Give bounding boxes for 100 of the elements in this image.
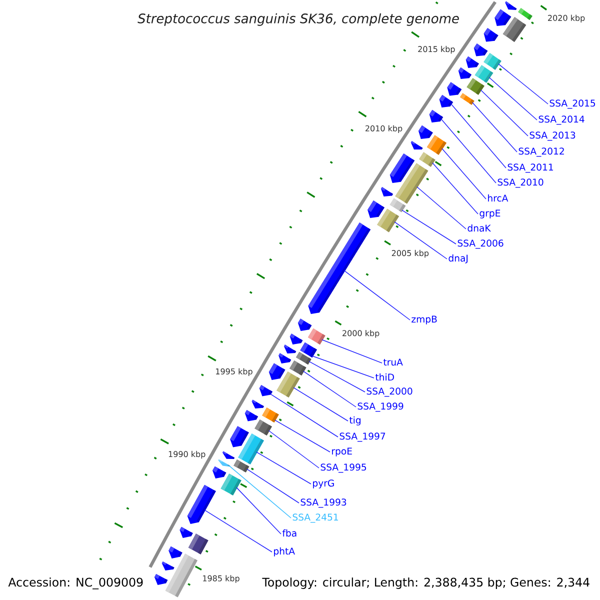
gene-block xyxy=(368,200,384,218)
gene-block xyxy=(168,546,182,558)
gene-label: SSA_2006 xyxy=(458,240,504,249)
gene-box xyxy=(484,53,502,70)
accession-text: Accession: NC_009009 xyxy=(8,578,143,590)
gene-block xyxy=(484,28,498,42)
title: Streptococcus sanguinis SK36, complete genome xyxy=(138,13,459,26)
gene-label: rpoE xyxy=(332,448,352,456)
gene-label: hrcA xyxy=(488,194,508,202)
gene-box xyxy=(377,208,400,232)
scale-label: 1990 kbp xyxy=(168,450,206,459)
gene-label: phtA xyxy=(274,547,295,556)
leader-line xyxy=(402,210,456,244)
leader-line xyxy=(344,270,410,320)
gene-box xyxy=(262,408,279,422)
gene-label: pyrG xyxy=(313,480,334,488)
leader-line xyxy=(256,452,312,484)
leader-line xyxy=(472,102,518,152)
gene-block xyxy=(187,484,216,524)
gene-box xyxy=(395,163,428,204)
scale-label: 2005 kbp xyxy=(392,250,429,258)
gene-block xyxy=(154,574,168,585)
leader-line xyxy=(442,148,486,200)
gene-block xyxy=(418,125,433,139)
gene-box xyxy=(518,8,532,20)
gene-block xyxy=(410,140,423,150)
gene-box xyxy=(502,17,526,42)
gene-box xyxy=(276,371,300,398)
leader-line xyxy=(416,186,466,230)
gene-block xyxy=(244,410,258,422)
gene-box xyxy=(419,152,436,167)
gene-box xyxy=(296,352,312,365)
gene-label: SSA_1995 xyxy=(320,464,366,473)
gene-block xyxy=(259,385,272,396)
gene-box xyxy=(390,198,406,212)
leader-line xyxy=(204,510,272,552)
gene-label: truA xyxy=(383,358,403,366)
gene-block xyxy=(474,44,488,56)
gene-block xyxy=(284,344,296,354)
leader-line xyxy=(268,430,320,468)
scale-label: 2010 kbp xyxy=(366,125,402,133)
leader-line xyxy=(308,361,366,392)
gene-block xyxy=(447,82,462,96)
gene-block xyxy=(429,110,444,122)
leader-line xyxy=(274,420,330,452)
gene-block xyxy=(230,426,249,448)
gene-box xyxy=(426,135,446,155)
leader-line xyxy=(293,387,348,422)
gene-box xyxy=(165,554,198,598)
gene-label: grpE xyxy=(480,210,500,218)
gene-block xyxy=(222,451,235,459)
leader-line xyxy=(440,118,496,184)
leader-line xyxy=(498,64,548,104)
leader-line xyxy=(246,468,300,504)
gene-label: dnaJ xyxy=(448,254,468,264)
leader-line xyxy=(432,162,478,214)
gene-box xyxy=(308,328,326,345)
gene-label: SSA_2014 xyxy=(538,116,584,125)
gene-label: tig xyxy=(349,416,360,426)
gene-block xyxy=(298,318,312,331)
gene-label: SSA_2015 xyxy=(550,100,596,109)
leader-line xyxy=(322,339,382,364)
gene-label: SSA_2011 xyxy=(508,164,553,173)
leader-line xyxy=(488,77,538,120)
gene-block xyxy=(466,56,479,68)
gene-label: SSA_2010 xyxy=(498,178,544,188)
gene-block xyxy=(212,466,226,478)
gene-label: SSA_2013 xyxy=(530,132,576,141)
gene-block xyxy=(268,363,286,380)
scale-label: 2000 kbp xyxy=(342,330,380,338)
gene-box xyxy=(290,360,306,376)
gene-label: SSA_1993 xyxy=(300,498,346,508)
gene-label: dnaK xyxy=(468,224,491,232)
gene-block xyxy=(180,526,193,538)
gene-block xyxy=(162,561,174,570)
genome-summary-text: Topology: circular; Length: 2,388,435 bp; Genes: 2,344 xyxy=(262,578,590,589)
leader-line xyxy=(480,90,528,136)
leader-line xyxy=(270,394,338,438)
gene-box xyxy=(188,534,208,554)
gene-box xyxy=(254,420,272,436)
gene-block xyxy=(252,400,264,408)
gene-box xyxy=(220,474,242,496)
scale-label: 2015 kbp xyxy=(418,46,455,54)
leader-line xyxy=(394,222,448,260)
gene-label: SSA_1999 xyxy=(358,402,404,412)
scale-label: 1985 kbp xyxy=(203,575,240,583)
scale-label: 2020 kbp xyxy=(548,14,585,22)
leader-line xyxy=(236,487,282,534)
gene-block xyxy=(278,353,292,364)
leader-line xyxy=(450,104,506,168)
gene-label: fba xyxy=(282,529,296,537)
leader-line xyxy=(228,465,292,518)
scale-label: 1995 kbp xyxy=(216,368,252,376)
gene-label: SSA_2012 xyxy=(518,148,564,157)
gene-block xyxy=(308,222,371,314)
leader-line xyxy=(302,370,356,408)
gene-box xyxy=(466,78,484,95)
gene-block xyxy=(494,9,512,26)
gene-box xyxy=(460,93,474,105)
gene-label: SSA_2451 xyxy=(292,514,338,523)
